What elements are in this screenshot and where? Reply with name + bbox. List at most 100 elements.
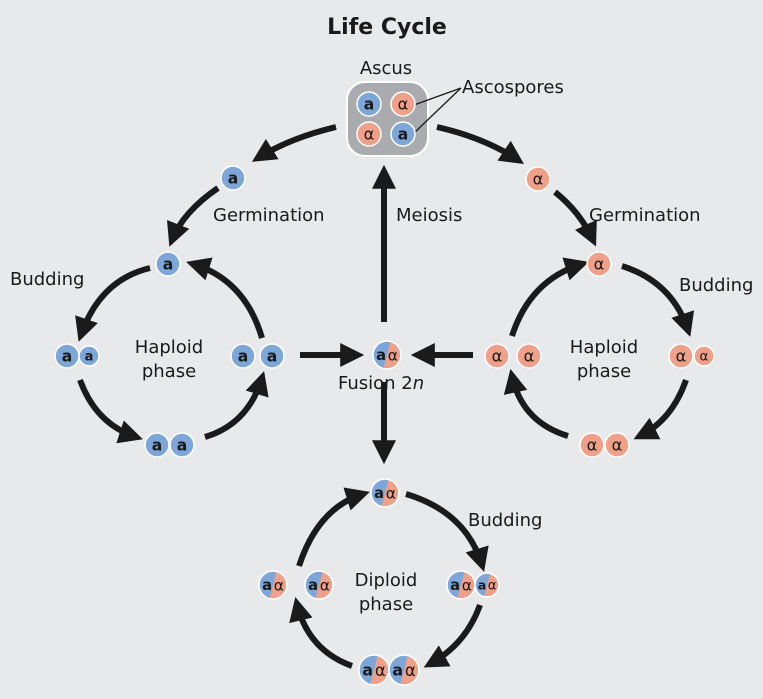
haploid-right-label-1: Haploid: [570, 337, 638, 358]
arrow-left-budding: [75, 265, 151, 342]
mating-type-alpha-text: α: [364, 125, 375, 144]
mating-type-alpha-text: α: [676, 347, 687, 366]
arrow-right-bottom: [633, 378, 689, 440]
haploid-a-cell: a: [144, 432, 170, 458]
arrow-germination-left: [166, 185, 220, 247]
ascospores-pointer-2: [413, 87, 462, 134]
ascus-sac: [346, 81, 429, 157]
haploid-alpha-cell: α: [579, 432, 605, 458]
fusion-label: Fusion 2n: [338, 373, 424, 394]
mating-type-alpha-text: α: [462, 576, 472, 594]
haploid-alpha-cell: α: [516, 343, 542, 369]
mating-type-a-text: a: [478, 577, 487, 592]
mating-type-a-text: a: [267, 347, 278, 365]
arrow-diploid-top: [296, 487, 370, 567]
arrow-ascus-to-left: [251, 124, 337, 162]
haploid-a-cell: a: [220, 165, 246, 191]
mating-type-a-text: a: [228, 169, 239, 187]
haploid-a-cell: a: [78, 345, 100, 367]
arrow-diploid-budding: [405, 491, 489, 572]
meiosis-label: Meiosis: [396, 205, 462, 226]
ascus-label: Ascus: [360, 58, 412, 79]
diploid-label-1: Diploid: [355, 570, 418, 591]
mating-type-alpha-text: α: [492, 347, 503, 366]
mating-type-alpha-text: α: [594, 255, 605, 274]
haploid-left-label-1: Haploid: [135, 337, 203, 358]
mating-type-a-text: a: [308, 577, 318, 594]
arrow-left-up-right: [204, 371, 269, 440]
mating-type-a-text: a: [362, 661, 373, 680]
mating-type-a-text: a: [450, 577, 460, 594]
ascospores-pointer-1: [413, 87, 462, 106]
mating-type-a-text: a: [85, 350, 94, 365]
mating-type-a-text: a: [163, 255, 174, 273]
haploid-alpha-cell: α: [525, 166, 551, 192]
ascospores-label: Ascospores: [462, 77, 564, 98]
haploid-a-cell: a: [259, 343, 285, 369]
diploid-label-2: phase: [359, 594, 413, 615]
haploid-alpha-cell: α: [604, 432, 630, 458]
mating-type-alpha-text: α: [274, 576, 284, 594]
haploid-a-cell: a: [155, 251, 181, 277]
mating-type-a-text: a: [238, 347, 249, 365]
haploid-a-cell: a: [230, 343, 256, 369]
budding-right-label: Budding: [679, 275, 753, 296]
haploid-a-cell: a: [390, 121, 416, 147]
haploid-a-cell: a: [169, 432, 195, 458]
mating-type-alpha-text: α: [375, 661, 386, 680]
mating-type-alpha-text: α: [320, 576, 330, 594]
mating-type-a-text: a: [177, 436, 188, 454]
mating-type-a-text: a: [262, 577, 272, 594]
budding-bottom-label: Budding: [468, 510, 542, 531]
diagram-title: Life Cycle: [327, 15, 447, 40]
mating-type-alpha-text: α: [700, 349, 709, 365]
mating-type-a-text: a: [152, 436, 163, 454]
arrow-right-up-left: [503, 368, 569, 439]
mating-type-alpha-text: α: [488, 579, 497, 594]
mating-type-alpha-text: α: [524, 347, 535, 366]
haploid-alpha-cell: α: [668, 343, 694, 369]
haploid-left-label-2: phase: [142, 361, 196, 382]
arrow-right-budding: [621, 263, 695, 337]
mating-type-alpha-text: α: [405, 661, 416, 680]
mating-type-a-text: a: [62, 347, 73, 365]
mating-type-alpha-text: α: [612, 436, 623, 455]
mating-type-a-text: a: [398, 125, 409, 143]
germination-right-label: Germination: [589, 205, 701, 226]
arrow-ascus-to-right: [436, 124, 524, 164]
germination-left-label: Germination: [213, 205, 325, 226]
haploid-right-label-2: phase: [577, 361, 631, 382]
arrow-germination-right: [553, 189, 597, 247]
mating-type-alpha-text: α: [386, 484, 396, 502]
mating-type-alpha-text: α: [533, 170, 544, 189]
haploid-alpha-cell: α: [484, 343, 510, 369]
arrow-diploid-left: [289, 596, 354, 669]
mating-type-a-text: a: [364, 95, 375, 113]
arrow-left-top: [186, 257, 265, 339]
mating-type-alpha-text: α: [398, 95, 409, 114]
budding-left-label: Budding: [10, 269, 84, 290]
haploid-alpha-cell: α: [586, 251, 612, 277]
arrow-left-bottom: [77, 378, 143, 444]
mating-type-a-text: a: [392, 661, 403, 680]
mating-type-a-text: a: [374, 485, 384, 502]
arrow-diploid-bottom: [423, 603, 483, 668]
haploid-alpha-cell: α: [693, 345, 715, 367]
haploid-alpha-cell: α: [390, 91, 416, 117]
haploid-a-cell: a: [54, 343, 80, 369]
arrow-right-top: [509, 257, 589, 337]
haploid-a-cell: a: [356, 91, 382, 117]
haploid-alpha-cell: α: [356, 121, 382, 147]
mating-type-a-text: a: [376, 347, 386, 364]
